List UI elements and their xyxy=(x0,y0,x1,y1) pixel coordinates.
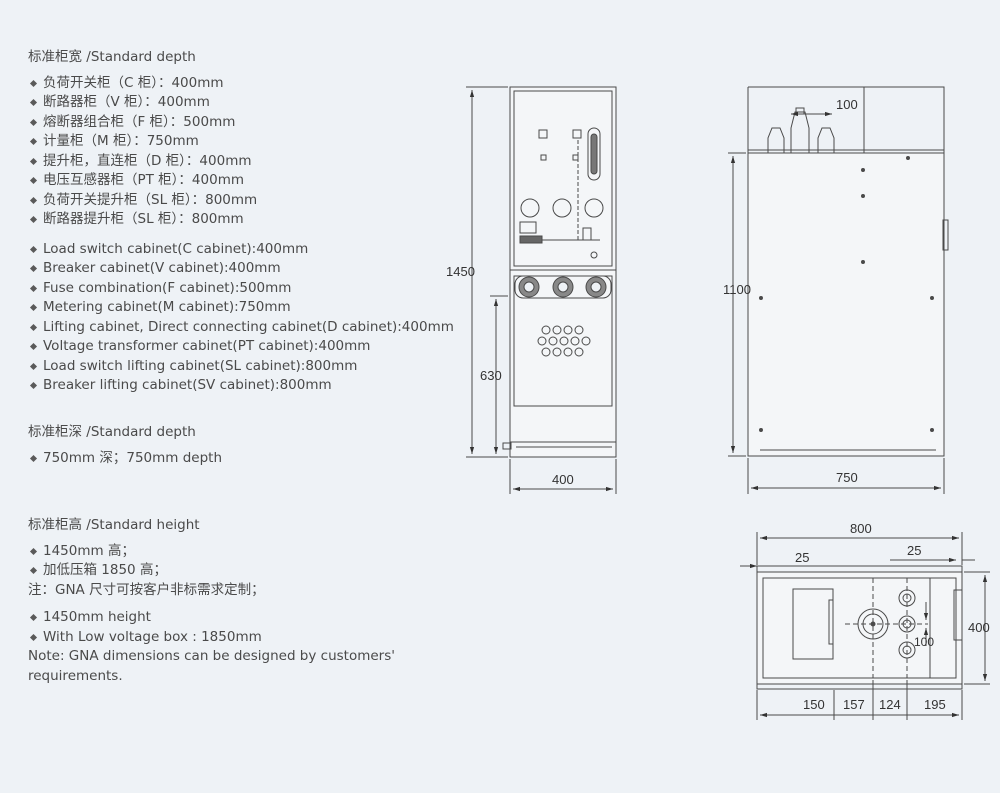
list-item: 加低压箱 1850 高； xyxy=(28,561,395,581)
list-item: 电压互感器柜（PT 柜）：400mm xyxy=(28,171,454,191)
list-item: Load switch lifting cabinet(SL cabinet):… xyxy=(28,357,454,377)
front-cabinet-outline xyxy=(509,86,617,458)
dim-plan-seg-4: 195 xyxy=(924,697,946,712)
list-item: 断路器提升柜（SL 柜）：800mm xyxy=(28,210,454,230)
dim-plan-margin-right: 25 xyxy=(907,543,921,558)
dim-side-height: 1100 xyxy=(723,282,751,297)
dim-plan-seg-3: 124 xyxy=(879,697,901,712)
list-item: Metering cabinet(M cabinet):750mm xyxy=(28,298,454,318)
dim-side-depth: 750 xyxy=(836,470,858,485)
depth-heading: 标准柜深 /Standard depth xyxy=(28,424,196,440)
list-item: Breaker lifting cabinet(SV cabinet):800m… xyxy=(28,376,454,396)
dim-plan-width: 800 xyxy=(850,521,872,536)
list-item: Breaker cabinet(V cabinet):400mm xyxy=(28,259,454,279)
side-view xyxy=(728,86,949,494)
list-item: 1450mm height xyxy=(28,608,395,628)
list-item: 断路器柜（V 柜）：400mm xyxy=(28,93,454,113)
list-item: Lifting cabinet, Direct connecting cabin… xyxy=(28,318,454,338)
dim-plan-margin-left: 25 xyxy=(795,550,809,565)
depth-section: 标准柜深 /Standard depth 750mm 深；750mm depth xyxy=(28,423,222,468)
list-item: 负荷开关提升柜（SL 柜）：800mm xyxy=(28,191,454,211)
dim-plan-spacing: 100 xyxy=(914,635,934,649)
dim-plan-seg-1: 150 xyxy=(803,697,825,712)
note-en-line-2: requirements. xyxy=(28,667,123,684)
side-cabinet-outline xyxy=(747,152,945,457)
list-item: 750mm 深；750mm depth xyxy=(28,449,222,469)
list-item: Fuse combination(F cabinet):500mm xyxy=(28,279,454,299)
width-items-cn: 负荷开关柜（C 柜）：400mm 断路器柜（V 柜）：400mm 熔断器组合柜（… xyxy=(28,74,454,230)
list-item: 1450mm 高； xyxy=(28,542,395,562)
note-en-line-1: Note: GNA dimensions can be designed by … xyxy=(28,648,395,664)
dim-plan-depth: 400 xyxy=(968,620,990,635)
dim-front-width: 400 xyxy=(552,472,574,487)
width-items-en: Load switch cabinet(C cabinet):400mm Bre… xyxy=(28,240,454,396)
height-heading: 标准柜高 /Standard height xyxy=(28,517,200,533)
plan-cabinet-outline xyxy=(756,571,963,685)
front-view xyxy=(466,86,617,494)
dim-plan-seg-2: 157 xyxy=(843,697,865,712)
height-section: 标准柜高 /Standard height 1450mm 高； 加低压箱 185… xyxy=(28,516,395,686)
dim-front-lower-height: 630 xyxy=(480,368,502,383)
width-heading: 标准柜宽 /Standard depth xyxy=(28,49,196,65)
width-section: 标准柜宽 /Standard depth 负荷开关柜（C 柜）：400mm 断路… xyxy=(28,48,454,396)
dim-side-top-offset: 100 xyxy=(836,97,858,112)
list-item: With Low voltage box : 1850mm xyxy=(28,628,395,648)
list-item: 计量柜（M 柜）：750mm xyxy=(28,132,454,152)
list-item: Voltage transformer cabinet(PT cabinet):… xyxy=(28,337,454,357)
list-item: 熔断器组合柜（F 柜）：500mm xyxy=(28,113,454,133)
plan-view xyxy=(740,532,990,720)
note-cn: 注：GNA 尺寸可按客户非标需求定制； xyxy=(28,581,265,598)
list-item: 负荷开关柜（C 柜）：400mm xyxy=(28,74,454,94)
dim-front-height: 1450 xyxy=(446,264,475,279)
list-item: Load switch cabinet(C cabinet):400mm xyxy=(28,240,454,260)
list-item: 提升柜，直连柜（D 柜）：400mm xyxy=(28,152,454,172)
